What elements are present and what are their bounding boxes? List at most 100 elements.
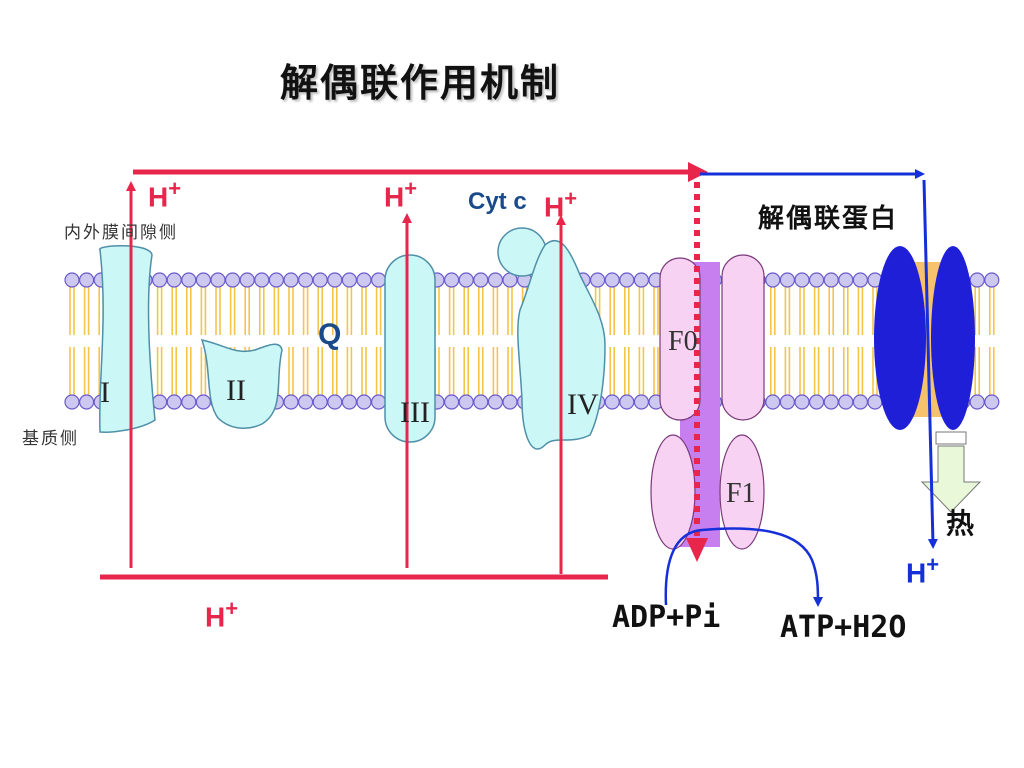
proton-h: H	[205, 601, 226, 633]
lipid-head	[458, 394, 474, 410]
lipid-head	[268, 272, 284, 288]
adp-to-atp-arrow	[664, 527, 823, 607]
heat-label: 热	[946, 507, 975, 540]
lipid-head	[181, 272, 197, 288]
proton-plus: +	[225, 596, 239, 621]
lipid-head	[487, 394, 503, 410]
lipid-head	[823, 272, 839, 288]
lipid-head	[195, 394, 211, 410]
lipid-head	[181, 394, 197, 410]
lipid-head	[619, 272, 635, 288]
cyt-c-label: Cyt c	[468, 188, 527, 215]
proton-h: H	[906, 557, 927, 589]
uncoupler-left-lobe	[874, 246, 926, 430]
proton-label-1: H+	[148, 176, 181, 213]
lipid-head	[969, 272, 985, 288]
lipid-head	[166, 272, 182, 288]
proton-h: H	[384, 181, 405, 213]
lipid-head	[312, 394, 328, 410]
f1-left-subunit	[650, 434, 696, 550]
lipid-head	[838, 272, 854, 288]
lipid-head	[254, 272, 270, 288]
lipid-head	[152, 272, 168, 288]
lipid-head	[341, 394, 357, 410]
lipid-head	[984, 272, 1000, 288]
lipid-head	[808, 394, 825, 410]
proton-label-4: H+	[544, 186, 577, 223]
lipid-head	[298, 272, 314, 288]
lipid-head	[779, 394, 796, 410]
f1-right-subunit	[719, 434, 765, 550]
lipid-head	[444, 394, 460, 410]
lipid-head	[765, 272, 781, 288]
lipid-head	[78, 394, 95, 410]
q-label: Q	[318, 318, 342, 351]
f0-label: F0	[668, 326, 698, 357]
proton-label-uncoupler: H+	[906, 552, 939, 589]
lipid-head	[779, 272, 796, 288]
proton-plus: +	[564, 186, 578, 211]
lipid-head	[239, 272, 255, 288]
lipid-head	[969, 394, 985, 410]
lipid-head	[64, 394, 80, 410]
complex-1-label: I	[100, 376, 110, 409]
lipid-head	[341, 272, 357, 288]
complex-2-label: II	[226, 374, 246, 407]
lipid-head	[794, 272, 810, 288]
lipid-head	[604, 272, 620, 288]
lipid-head	[604, 394, 620, 410]
lipid-head	[589, 272, 606, 288]
lipid-head	[633, 394, 650, 410]
lipid-head	[298, 394, 314, 410]
lipid-head	[64, 272, 80, 288]
lipid-head	[356, 394, 372, 410]
lipid-head	[794, 394, 810, 410]
lipid-head	[838, 394, 854, 410]
proton-plus: +	[168, 176, 182, 201]
lipid-head	[210, 272, 226, 288]
lipid-head	[502, 394, 518, 410]
lipid-head	[619, 394, 635, 410]
f0-right-subunit	[721, 254, 765, 421]
heat-arrow-icon	[920, 431, 982, 513]
complex-1-shape	[98, 244, 156, 433]
lipid-head	[327, 272, 343, 288]
lipid-head	[152, 394, 168, 410]
lipid-head	[633, 272, 650, 288]
top-proton-arrowhead	[688, 162, 708, 182]
uncoupling-protein-label: 解偶联蛋白	[758, 204, 899, 234]
complex-4-label: IV	[567, 388, 599, 421]
complex-3-label: III	[400, 396, 430, 429]
lipid-head	[852, 394, 869, 410]
complex-2-shape	[200, 338, 283, 430]
lipid-head	[78, 272, 95, 288]
lipid-head	[371, 394, 387, 410]
proton-label-3: H+	[384, 176, 417, 213]
lipid-head	[473, 394, 489, 410]
lipid-head	[356, 272, 372, 288]
lipid-head	[984, 394, 1000, 410]
lipid-head	[808, 272, 825, 288]
proton-label-matrix: H+	[205, 596, 238, 633]
uncoupler-right-lobe	[931, 246, 975, 430]
lipid-head	[195, 272, 211, 288]
lipid-head	[823, 394, 839, 410]
lipid-head	[283, 394, 299, 410]
lipid-head	[371, 272, 387, 288]
proton-plus: +	[404, 176, 418, 201]
lipid-head	[473, 272, 489, 288]
proton-h: H	[544, 191, 565, 223]
atp-synthase-proton-arrowhead	[686, 538, 708, 562]
lipid-head	[166, 394, 182, 410]
adp-pi-label: ADP+Pi	[612, 600, 721, 635]
complex-3-shape	[384, 254, 436, 443]
f1-label: F1	[726, 478, 756, 509]
lipid-head	[852, 272, 869, 288]
lipid-head	[444, 272, 460, 288]
lipid-head	[312, 272, 328, 288]
atp-h2o-label: ATP+H2O	[780, 610, 907, 645]
lipid-head	[867, 394, 883, 410]
lipid-head	[225, 272, 241, 288]
